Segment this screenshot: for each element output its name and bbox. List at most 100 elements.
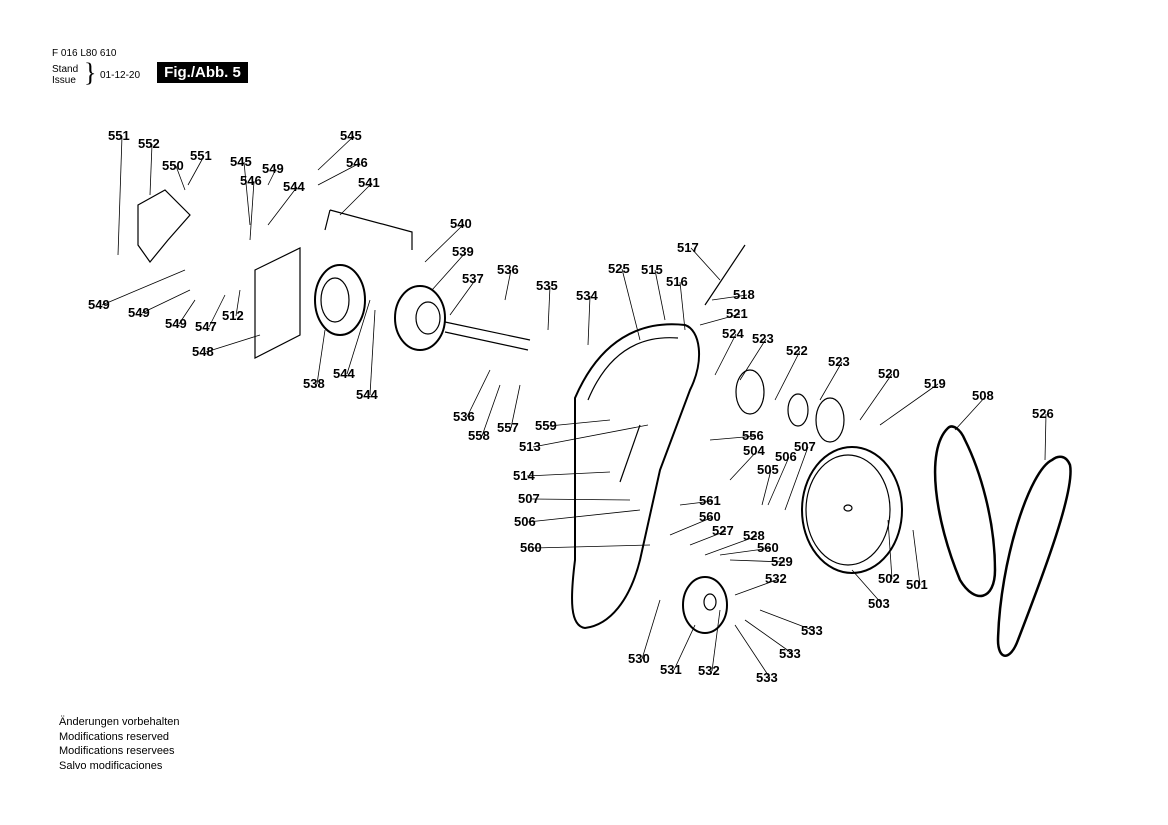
leader-line (690, 247, 721, 281)
leader-line (709, 435, 757, 441)
leader-line (669, 516, 714, 536)
leader-line (339, 182, 373, 216)
part-label-546: 546 (240, 173, 262, 188)
leader-line (101, 269, 186, 306)
leader-line (711, 294, 748, 301)
leader-line (774, 350, 801, 401)
part-label-541: 541 (358, 175, 380, 190)
part-label-556: 556 (742, 428, 764, 443)
leader-line (711, 609, 721, 672)
part-label-518: 518 (733, 287, 755, 302)
part-label-533: 533 (779, 646, 801, 661)
part-label-507: 507 (518, 491, 540, 506)
issue-date: 01-12-20 (100, 70, 141, 81)
leader-line (466, 369, 491, 418)
part-label-501: 501 (906, 577, 928, 592)
part-label-561: 561 (699, 493, 721, 508)
leader-line (912, 529, 921, 586)
part-label-502: 502 (878, 571, 900, 586)
leader-line (346, 299, 371, 375)
part-label-545: 545 (230, 154, 252, 169)
part-label-504: 504 (743, 443, 765, 458)
leader-line (734, 578, 780, 596)
leader-line (689, 530, 727, 546)
leader-line (679, 500, 714, 506)
part-label-508: 508 (972, 388, 994, 403)
leader-line (699, 313, 741, 326)
part-label-516: 516 (666, 274, 688, 289)
leader-line (369, 309, 376, 396)
part-label-535: 535 (536, 278, 558, 293)
leader-line (704, 535, 758, 556)
part-label-538: 538 (303, 376, 325, 391)
part-label-532: 532 (765, 571, 787, 586)
leader-line (954, 395, 987, 431)
leader-line (729, 450, 758, 481)
part-label-540: 540 (450, 216, 472, 231)
part-label-552: 552 (138, 136, 160, 151)
leader-line (267, 186, 298, 226)
part-label-539: 539 (452, 244, 474, 259)
part-label-550: 550 (162, 158, 184, 173)
leader-line (187, 155, 205, 186)
part-label-522: 522 (786, 343, 808, 358)
part-label-524: 524 (722, 326, 744, 341)
leader-line (548, 419, 611, 427)
part-label-514: 514 (513, 468, 535, 483)
part-label-547: 547 (195, 319, 217, 334)
leader-line (316, 329, 326, 385)
part-label-549: 549 (262, 161, 284, 176)
part-label-537: 537 (462, 271, 484, 286)
part-label-528: 528 (743, 528, 765, 543)
part-label-546: 546 (346, 155, 368, 170)
part-label-513: 513 (519, 439, 541, 454)
part-label-549: 549 (165, 316, 187, 331)
part-label-533: 533 (756, 670, 778, 685)
part-label-544: 544 (283, 179, 305, 194)
part-label-548: 548 (192, 344, 214, 359)
stand-label: Stand (52, 64, 79, 75)
leader-line (424, 223, 465, 263)
part-label-533: 533 (801, 623, 823, 638)
leader-line (1044, 413, 1047, 461)
part-label-506: 506 (514, 514, 536, 529)
part-label-544: 544 (333, 366, 355, 381)
part-label-507: 507 (794, 439, 816, 454)
leader-line (317, 135, 355, 171)
part-label-527: 527 (712, 523, 734, 538)
leader-line (734, 624, 771, 679)
leader-line (504, 269, 512, 301)
leader-line (175, 165, 186, 191)
leader-line (532, 424, 649, 448)
part-label-559: 559 (535, 418, 557, 433)
part-label-558: 558 (468, 428, 490, 443)
leader-line (205, 334, 261, 353)
leader-line (149, 143, 153, 196)
part-label-532: 532 (698, 663, 720, 678)
leader-line (587, 295, 591, 346)
part-label-520: 520 (878, 366, 900, 381)
note-line: Modifications reservees (59, 745, 175, 757)
leader-line (887, 519, 893, 580)
leader-line (526, 471, 611, 477)
brace-symbol: } (84, 58, 97, 87)
leader-line (249, 180, 255, 241)
part-label-515: 515 (641, 262, 663, 277)
part-label-534: 534 (576, 288, 598, 303)
leader-line (654, 269, 666, 321)
part-label-530: 530 (628, 651, 650, 666)
part-label-549: 549 (88, 297, 110, 312)
leader-line (533, 544, 651, 549)
leader-line (859, 373, 893, 421)
leader-line (178, 299, 196, 325)
note-line: Änderungen vorbehalten (59, 716, 180, 728)
leader-line (759, 609, 816, 632)
document-number: F 016 L80 610 (52, 48, 117, 59)
leader-line (527, 509, 641, 523)
leader-line (729, 559, 786, 563)
note-line: Modifications reserved (59, 730, 170, 743)
part-label-560: 560 (757, 540, 779, 555)
part-label-551: 551 (108, 128, 130, 143)
